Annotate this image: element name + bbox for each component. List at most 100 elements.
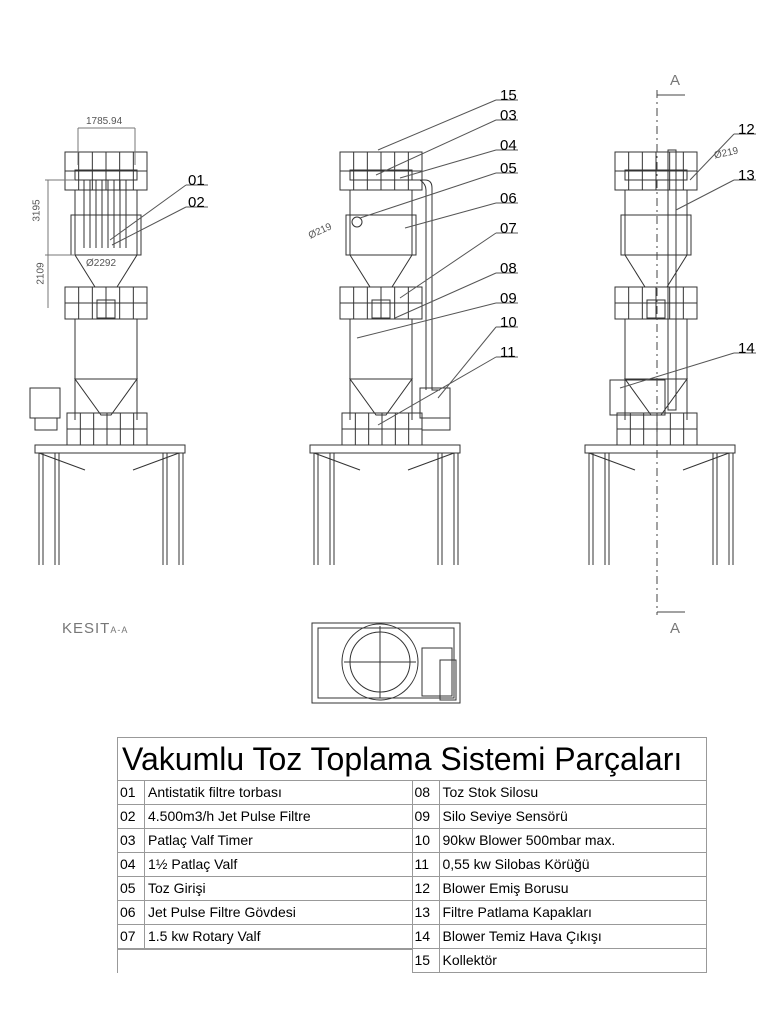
stand-brace <box>588 452 636 471</box>
leader-line <box>356 302 497 339</box>
part-number: 11 <box>413 853 440 876</box>
leader-line <box>619 352 735 389</box>
section-marker-top: A <box>670 72 682 89</box>
callout-02: 02 <box>188 194 205 211</box>
callout-03: 03 <box>500 107 517 124</box>
rotary-valve <box>96 299 116 319</box>
part-name: 1.5 kw Rotary Valf <box>148 928 261 944</box>
section-label-text: KESIT <box>62 620 111 637</box>
silo-cone <box>349 378 413 416</box>
blower-suction-pipe <box>667 149 677 411</box>
part-number: 04 <box>118 853 145 876</box>
elevation-drawings <box>29 90 756 704</box>
leader-line <box>377 356 497 426</box>
stand-beam <box>309 444 461 454</box>
filter-body <box>349 189 413 256</box>
callout-12: 12 <box>738 121 755 138</box>
part-number: 07 <box>118 925 145 948</box>
leader-line <box>375 119 497 176</box>
part-name: Blower Temiz Hava Çıkışı <box>442 928 602 944</box>
dimension-cone-height: 2109 <box>35 262 47 285</box>
part-number: 14 <box>413 925 440 948</box>
part-name: Silo Seviye Sensörü <box>442 808 568 824</box>
callout-06: 06 <box>500 190 517 207</box>
callout-14: 14 <box>738 340 755 357</box>
part-name: 4.500m3/h Jet Pulse Filtre <box>148 808 311 824</box>
section-label: KESITA-A <box>62 620 128 637</box>
callout-05: 05 <box>500 160 517 177</box>
part-number: 12 <box>413 877 440 900</box>
plan-view-frame <box>311 622 461 704</box>
filter-hopper <box>349 254 413 288</box>
blower-suction-pipe <box>416 179 427 390</box>
blower <box>29 387 61 419</box>
dimension-diameter: Ø2292 <box>86 258 117 269</box>
silo-body <box>349 318 413 380</box>
stand-brace <box>682 452 730 471</box>
part-name: 0,55 kw Silobas Körüğü <box>442 856 590 872</box>
part-number: 06 <box>118 901 145 924</box>
part-name: 90kw Blower 500mbar max. <box>442 832 616 848</box>
parts-table: Vakumlu Toz Toplama Sistemi Parçaları 01… <box>117 737 707 973</box>
leader-line <box>359 172 497 219</box>
callout-11: 11 <box>500 344 516 361</box>
section-marker-bottom: A <box>670 620 682 637</box>
silo-cone <box>624 378 688 416</box>
part-number: 08 <box>413 781 440 804</box>
part-name: Patlaç Valf Timer <box>148 832 253 848</box>
stand-beam <box>584 444 736 454</box>
dimension-width: 1785.94 <box>86 116 123 127</box>
leader-line <box>437 326 497 399</box>
plan-view-filter <box>341 623 419 701</box>
part-name: Filtre Patlama Kapakları <box>442 904 592 920</box>
callout-09: 09 <box>500 290 517 307</box>
rotary-valve <box>371 299 391 319</box>
silo-cone <box>74 378 138 416</box>
callout-15: 15 <box>500 87 517 104</box>
callout-10: 10 <box>500 314 517 331</box>
callout-07: 07 <box>500 220 517 237</box>
part-name: Blower Emiş Borusu <box>442 880 569 896</box>
filter-header <box>74 169 138 181</box>
blower <box>609 379 666 416</box>
part-number: 01 <box>118 781 145 804</box>
dimension-filter-height: 3195 <box>31 199 43 222</box>
leader-line <box>394 272 497 319</box>
part-name: Toz Stok Silosu <box>442 784 539 800</box>
callout-13: 13 <box>738 167 755 184</box>
part-number: 09 <box>413 805 440 828</box>
blower-suction-pipe <box>410 179 440 391</box>
part-number: 03 <box>118 829 145 852</box>
part-name: Toz Girişi <box>148 880 206 896</box>
leader-line <box>689 133 735 181</box>
blower-motor <box>34 417 58 431</box>
part-name: 1½ Patlaç Valf <box>148 856 238 872</box>
part-number: 10 <box>413 829 440 852</box>
leader-line <box>675 179 735 211</box>
stand-brace <box>38 452 86 471</box>
leader-line <box>399 149 497 179</box>
leader-line <box>111 206 187 246</box>
plan-view-inner-frame <box>317 627 455 699</box>
plan-view-motor <box>439 659 457 701</box>
leader-line <box>399 232 497 299</box>
section-label-suffix: A-A <box>110 625 129 635</box>
dust-inlet <box>351 216 363 228</box>
stand-brace <box>407 452 455 471</box>
part-name: Jet Pulse Filtre Gövdesi <box>148 904 296 920</box>
filter-hopper <box>624 254 688 288</box>
blower-motor <box>421 417 451 431</box>
